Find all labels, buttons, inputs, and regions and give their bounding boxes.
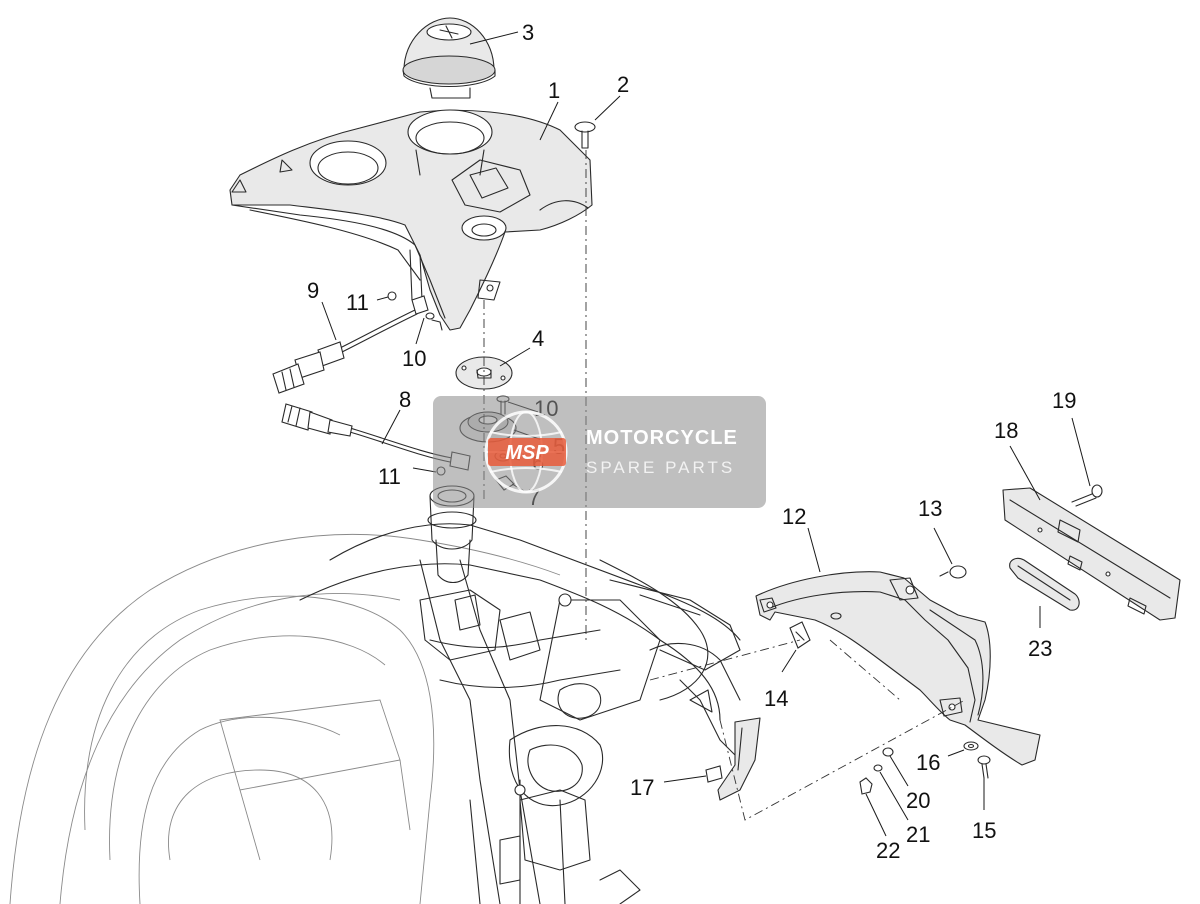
callout-12: 12 bbox=[782, 504, 806, 529]
part-17-light-bracket bbox=[705, 717, 761, 801]
callout-21: 21 bbox=[906, 822, 930, 847]
watermark-line-1: MOTORCYCLE bbox=[586, 427, 738, 449]
part-22-nut bbox=[859, 777, 873, 795]
watermark-logo-icon: MSP bbox=[484, 410, 568, 494]
callout-16: 16 bbox=[916, 750, 940, 775]
watermark: MSP MOTORCYCLE SPARE PARTS bbox=[433, 396, 766, 508]
callout-1: 1 bbox=[548, 78, 560, 103]
part-2-screw bbox=[574, 121, 596, 149]
watermark-logo-badge bbox=[488, 438, 566, 466]
part-19-bolt bbox=[1071, 484, 1103, 507]
watermark-line-2: SPARE PARTS bbox=[586, 458, 735, 477]
callout-20: 20 bbox=[906, 788, 930, 813]
callout-10-upper: 10 bbox=[402, 346, 426, 371]
callout-11-upper: 11 bbox=[346, 290, 369, 315]
part-3-cap bbox=[402, 17, 496, 99]
part-16-washer bbox=[963, 741, 979, 751]
callout-17: 17 bbox=[630, 775, 654, 800]
callout-3: 3 bbox=[522, 20, 534, 45]
part-18-plate-holder bbox=[1002, 487, 1181, 621]
part-13-screw bbox=[939, 565, 967, 579]
callout-2: 2 bbox=[617, 72, 629, 97]
part-12-rear-mudguard bbox=[755, 571, 1041, 766]
part-14-clip bbox=[789, 621, 811, 649]
part-23-reflector bbox=[1009, 557, 1080, 611]
callout-11-lower: 11 bbox=[378, 464, 401, 489]
frame-body-assembly bbox=[9, 523, 741, 904]
callout-15: 15 bbox=[972, 818, 996, 843]
callout-14: 14 bbox=[764, 686, 788, 711]
part-21-spring bbox=[873, 764, 883, 772]
callout-22: 22 bbox=[876, 838, 900, 863]
callout-13: 13 bbox=[918, 496, 942, 521]
callout-9: 9 bbox=[307, 278, 319, 303]
callout-19: 19 bbox=[1052, 388, 1076, 413]
callout-23: 23 bbox=[1028, 636, 1052, 661]
callout-8: 8 bbox=[399, 387, 411, 412]
part-20-washer bbox=[882, 747, 894, 757]
callout-18: 18 bbox=[994, 418, 1018, 443]
watermark-box bbox=[433, 396, 766, 508]
part-1-cover bbox=[229, 109, 593, 331]
part-9-sensor-cable bbox=[272, 291, 435, 394]
callout-4: 4 bbox=[532, 326, 544, 351]
watermark-logo-text: MSP bbox=[505, 442, 549, 464]
part-15-screw bbox=[977, 755, 991, 779]
